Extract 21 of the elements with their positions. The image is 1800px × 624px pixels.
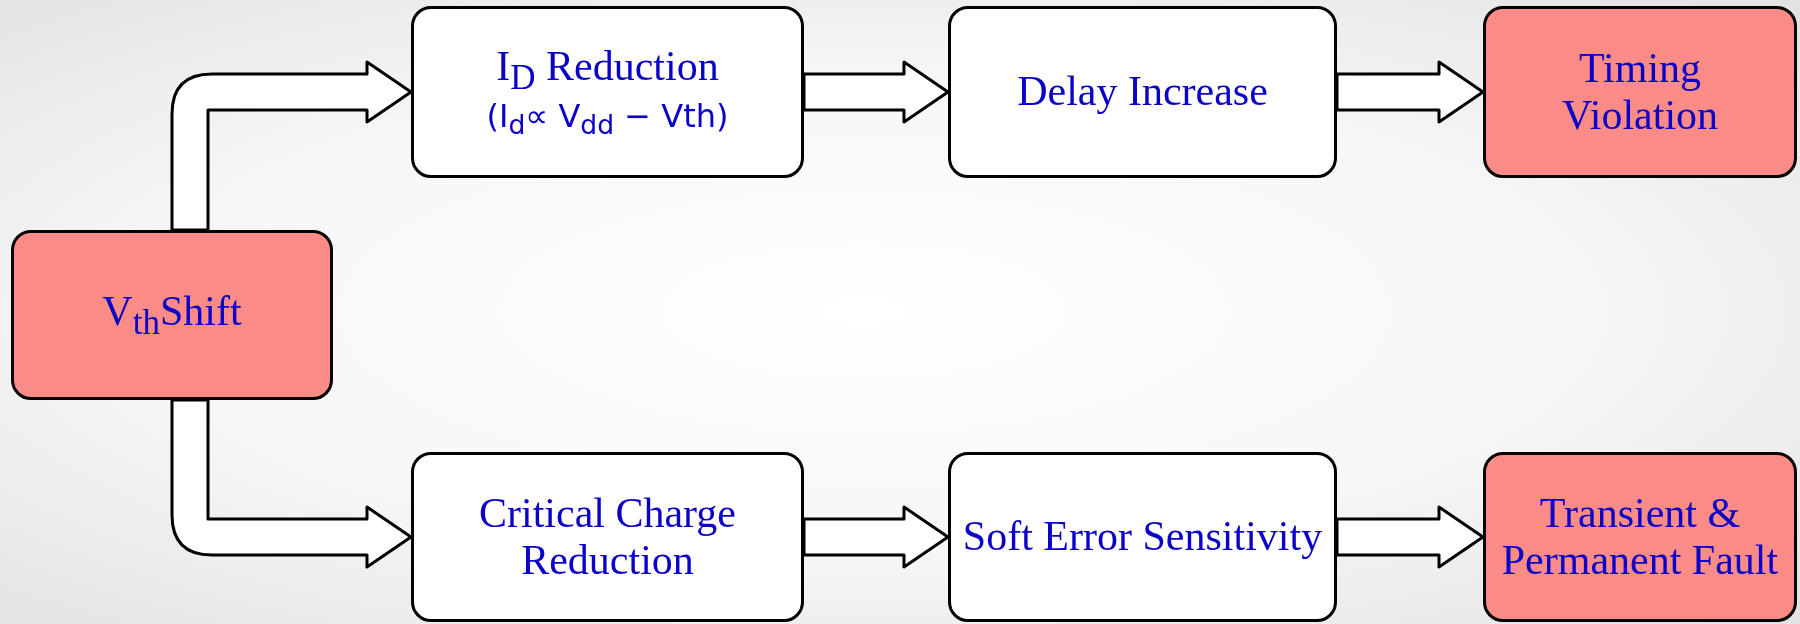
block-arrow — [170, 398, 413, 569]
box-label: Transient & Permanent Fault — [1500, 489, 1780, 585]
highlighted-box — [11, 230, 333, 400]
process-box — [948, 452, 1337, 622]
process-box — [948, 6, 1337, 178]
highlighted-box — [1483, 452, 1797, 622]
block-arrow — [1335, 60, 1485, 124]
block-arrow — [170, 60, 413, 232]
block-arrow — [802, 60, 950, 124]
box-label: Critical Charge Reduction — [478, 489, 737, 585]
highlighted-box — [1483, 6, 1797, 178]
box-label: Soft Error Sensitivity — [962, 513, 1323, 561]
formula: (I$_{d}$∝ V$_{dd}$ − Vth) — [486, 97, 729, 142]
box-label: Timing Violation — [1560, 44, 1720, 140]
block-arrow — [1335, 505, 1485, 569]
process-box — [411, 6, 804, 178]
box-label: Delay Increase — [1017, 68, 1268, 116]
box-label: I$_{D}$ Reduction — [496, 42, 719, 98]
box-label: V$_{th}$Shift — [102, 287, 242, 343]
block-arrow — [802, 505, 950, 569]
process-box — [411, 452, 804, 622]
